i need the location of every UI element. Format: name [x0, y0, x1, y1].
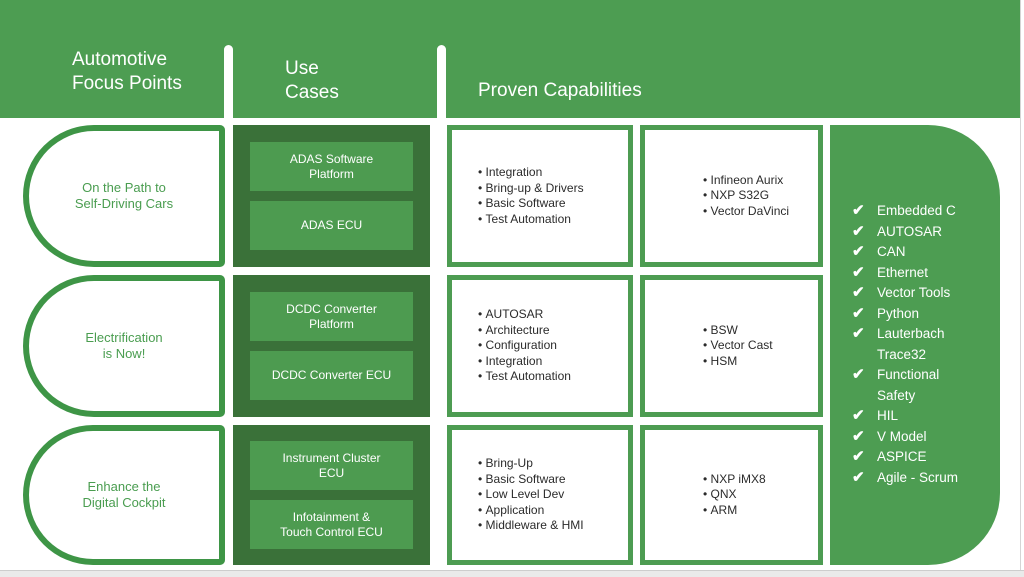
tool-item: ARM: [703, 503, 766, 519]
capability-item: Bring-up & Drivers: [478, 181, 584, 197]
capability-item: Test Automation: [478, 212, 584, 228]
tool-item: QNX: [703, 487, 766, 503]
capability-item: Test Automation: [478, 369, 571, 385]
tool-item: Vector DaVinci: [703, 204, 790, 220]
tools-box-row2: BSW Vector Cast HSM: [640, 275, 823, 417]
focus-label: Electrification is Now!: [85, 330, 163, 361]
focus-shape-electrification: Electrification is Now!: [23, 275, 225, 417]
capability-item: Basic Software: [478, 472, 584, 488]
row-digital-cockpit: Enhance the Digital Cockpit Instrument C…: [0, 425, 1024, 565]
check-icon: ✔: [852, 325, 865, 342]
skill-item: ✔ Python: [852, 304, 988, 325]
skill-label: HIL: [877, 408, 899, 423]
check-icon: ✔: [852, 304, 865, 322]
check-icon: ✔: [852, 427, 865, 445]
skill-item: ✔ HIL: [852, 406, 988, 427]
check-icon: ✔: [852, 448, 865, 465]
tools-box-row1: Infineon Aurix NXP S32G Vector DaVinci: [640, 125, 823, 267]
tool-item: BSW: [703, 323, 773, 339]
tools-list: Infineon Aurix NXP S32G Vector DaVinci: [645, 173, 790, 220]
row-electrification: Electrification is Now! DCDC Converter P…: [0, 275, 1024, 417]
tool-item: NXP S32G: [703, 188, 789, 204]
skill-label: CAN: [877, 244, 906, 259]
skill-label: Embedded C: [877, 203, 956, 218]
focus-shape-digital-cockpit: Enhance the Digital Cockpit: [23, 425, 225, 565]
skill-item: ✔ Vector Tools: [852, 283, 988, 304]
skills-list: ✔ Embedded C ✔ AUTOSAR ✔ CAN ✔ Ethernet …: [852, 201, 988, 488]
skill-label: Agile - Scrum: [877, 469, 959, 485]
capability-item: Middleware & HMI: [478, 518, 584, 534]
capabilities-box-row2: AUTOSAR Architecture Configuration Integ…: [447, 275, 633, 417]
header-use-cases: Use Cases: [285, 58, 339, 103]
use-case-box-adas-ecu: ADAS ECU: [250, 201, 413, 250]
header-divider-1: [224, 45, 233, 118]
use-case-box-instrument-cluster: Instrument Cluster ECU: [250, 441, 413, 490]
slide-right-edge: [1020, 0, 1021, 577]
tool-item: Infineon Aurix: [703, 173, 789, 189]
skill-item: ✔ Functional Safety: [852, 365, 988, 406]
skill-item: ✔ ASPICE: [852, 447, 988, 468]
skill-label: Vector Tools: [877, 285, 951, 300]
skill-label: ASPICE: [877, 449, 927, 464]
check-icon: ✔: [852, 284, 865, 301]
capability-item: Low Level Dev: [478, 487, 584, 503]
tool-item: Vector Cast: [703, 338, 773, 354]
skill-item: ✔ Lauterbach Trace32: [852, 324, 988, 365]
use-case-block-adas: ADAS Software Platform ADAS ECU: [233, 125, 430, 267]
skill-item: ✔ CAN: [852, 242, 988, 263]
row-self-driving: On the Path to Self-Driving Cars ADAS So…: [0, 125, 1024, 267]
focus-label: On the Path to Self-Driving Cars: [74, 180, 174, 211]
capability-item: Integration: [478, 165, 584, 181]
use-case-box-infotainment: Infotainment & Touch Control ECU: [250, 500, 413, 549]
bottom-edge-bar: [0, 570, 1024, 577]
use-case-block-cockpit: Instrument Cluster ECU Infotainment & To…: [233, 425, 430, 565]
capabilities-list: AUTOSAR Architecture Configuration Integ…: [452, 307, 571, 385]
check-icon: ✔: [852, 202, 865, 219]
capability-item: Basic Software: [478, 196, 584, 212]
capabilities-list: Bring-Up Basic Software Low Level Dev Ap…: [452, 456, 584, 534]
tools-box-row3: NXP iMX8 QNX ARM: [640, 425, 823, 565]
check-icon: ✔: [852, 222, 865, 240]
use-case-box-dcdc-platform: DCDC Converter Platform: [250, 292, 413, 341]
use-case-box-dcdc-ecu: DCDC Converter ECU: [250, 351, 413, 400]
skill-label: Lauterbach Trace32: [877, 326, 945, 362]
skill-item: ✔ Agile - Scrum: [852, 468, 988, 489]
header-divider-2: [437, 45, 446, 118]
skills-panel: ✔ Embedded C ✔ AUTOSAR ✔ CAN ✔ Ethernet …: [830, 125, 1000, 565]
check-icon: ✔: [852, 263, 865, 281]
capability-item: Architecture: [478, 323, 571, 339]
skill-label: Functional Safety: [877, 367, 940, 403]
skill-item: ✔ Embedded C: [852, 201, 988, 222]
tool-item: HSM: [703, 354, 773, 370]
skill-label: Python: [877, 305, 920, 321]
tools-list: BSW Vector Cast HSM: [645, 323, 773, 370]
capability-item: Bring-Up: [478, 456, 584, 472]
capabilities-list: Integration Bring-up & Drivers Basic Sof…: [452, 165, 584, 227]
capability-item: Application: [478, 503, 584, 519]
skill-item: ✔ Ethernet: [852, 263, 988, 284]
header-band: Automotive Focus Points Use Cases Proven…: [0, 0, 1020, 118]
check-icon: ✔: [852, 366, 865, 383]
skill-label: Ethernet: [877, 264, 929, 280]
focus-shape-self-driving: On the Path to Self-Driving Cars: [23, 125, 225, 267]
skill-item: ✔ V Model: [852, 427, 988, 448]
capabilities-box-row1: Integration Bring-up & Drivers Basic Sof…: [447, 125, 633, 267]
tool-item: NXP iMX8: [703, 472, 766, 488]
check-icon: ✔: [852, 407, 865, 424]
header-proven-capabilities: Proven Capabilities: [478, 80, 642, 101]
use-case-box-adas-platform: ADAS Software Platform: [250, 142, 413, 191]
skill-label: AUTOSAR: [877, 223, 943, 239]
capabilities-box-row3: Bring-Up Basic Software Low Level Dev Ap…: [447, 425, 633, 565]
use-case-block-dcdc: DCDC Converter Platform DCDC Converter E…: [233, 275, 430, 417]
header-automotive-focus-points: Automotive Focus Points: [72, 49, 182, 94]
capability-item: Configuration: [478, 338, 571, 354]
focus-label: Enhance the Digital Cockpit: [82, 479, 166, 510]
check-icon: ✔: [852, 243, 865, 260]
skill-label: V Model: [877, 428, 927, 444]
skill-item: ✔ AUTOSAR: [852, 222, 988, 243]
tools-list: NXP iMX8 QNX ARM: [645, 472, 766, 519]
check-icon: ✔: [852, 468, 865, 486]
capability-item: Integration: [478, 354, 571, 370]
capability-item: AUTOSAR: [478, 307, 571, 323]
